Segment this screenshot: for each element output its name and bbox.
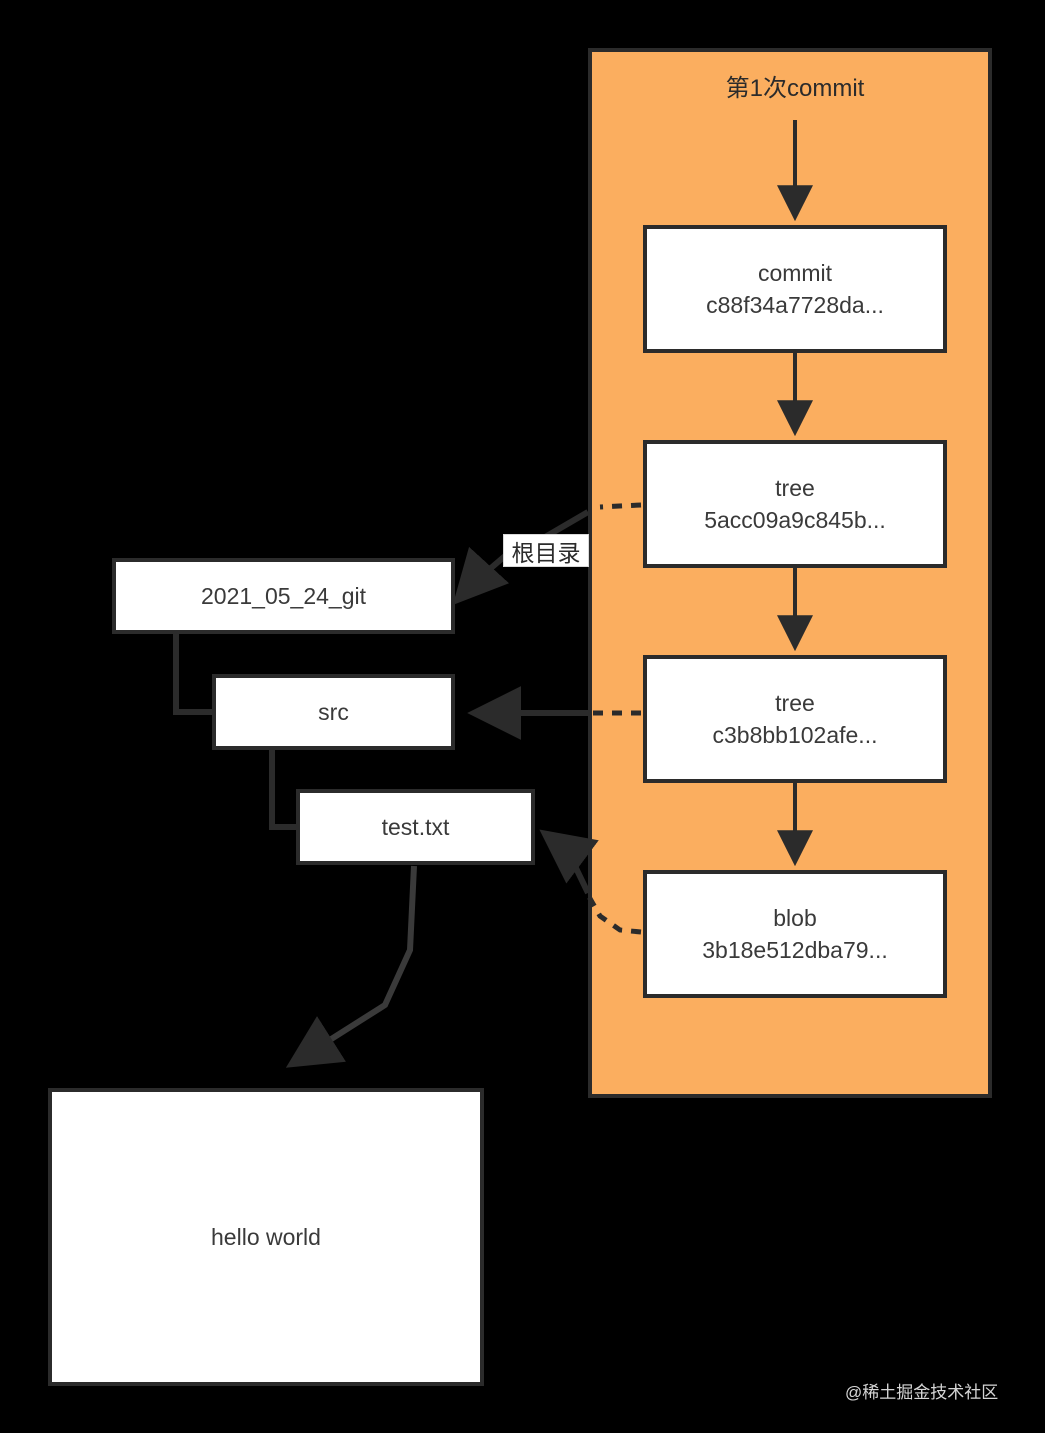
git-object-blob[interactable]: blob 3b18e512dba79... — [643, 870, 947, 998]
edge-src-to-testtxt — [269, 747, 299, 830]
file-content-box[interactable]: hello world — [48, 1088, 484, 1386]
git-object-type: tree — [775, 690, 815, 716]
edge-blob-to-testtxt — [539, 829, 599, 895]
panel-title: 第1次commit — [725, 75, 865, 102]
file-node-src[interactable]: src — [212, 674, 455, 750]
git-object-tree-src[interactable]: tree c3b8bb102afe... — [643, 655, 947, 783]
git-object-hash: c3b8bb102afe... — [712, 722, 878, 748]
git-object-hash: 5acc09a9c845b... — [704, 507, 886, 533]
edge-root-to-src — [173, 631, 215, 715]
edge-testtxt-to-content — [285, 865, 417, 1068]
git-object-tree-root[interactable]: tree 5acc09a9c845b... — [643, 440, 947, 568]
git-object-hash: 3b18e512dba79... — [702, 937, 888, 963]
git-object-commit[interactable]: commit c88f34a7728da... — [643, 225, 947, 353]
git-object-type: blob — [773, 905, 817, 931]
annotation-root-dir: 根目录 — [503, 534, 589, 567]
git-object-type: commit — [757, 260, 833, 286]
git-object-type: tree — [775, 475, 815, 501]
watermark: @稀土掘金技术社区 — [845, 1383, 999, 1402]
file-node-repo-root[interactable]: 2021_05_24_git — [112, 558, 455, 634]
file-node-test-txt[interactable]: test.txt — [296, 789, 535, 865]
git-object-hash: c88f34a7728da... — [706, 292, 884, 318]
